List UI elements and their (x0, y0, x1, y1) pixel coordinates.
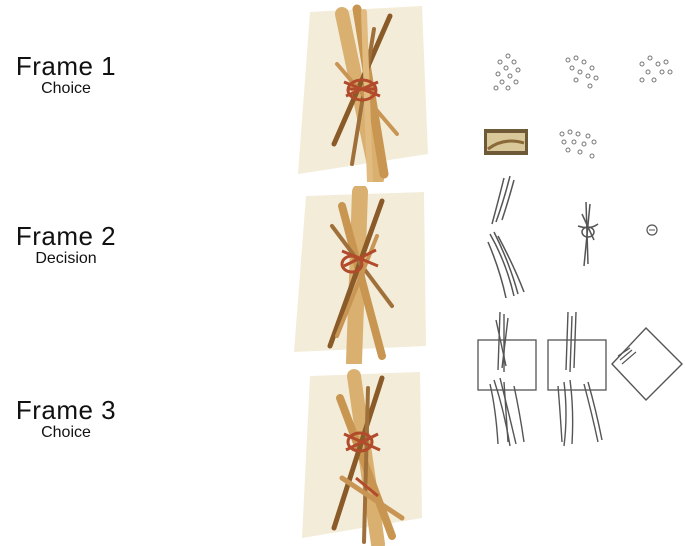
stick-sculpture-thumbnail-icon (484, 129, 528, 155)
dot-cluster-sketch-4 (556, 128, 600, 160)
frame-3-subtitle: Choice (6, 424, 126, 442)
dot-cluster-sketch-1 (490, 50, 526, 94)
frame-1-label: Frame 1 Choice (6, 52, 126, 98)
line-bundle-sketch-icon (572, 200, 606, 270)
frame-1-title: Frame 1 (6, 52, 126, 80)
line-bundle-sketch-1 (484, 172, 530, 302)
boxed-lines-sketch-icon (544, 310, 610, 450)
frame-3-photo (282, 368, 432, 546)
stick-sculpture-photo-icon (282, 4, 432, 182)
sculpture-thumbnail (484, 129, 528, 155)
boxed-lines-sketch-2 (544, 310, 610, 450)
line-bundle-sketch-2 (572, 200, 606, 270)
frame-3-label: Frame 3 Choice (6, 396, 126, 442)
dot-cluster-sketch-icon (556, 128, 600, 160)
stick-sculpture-photo-icon (282, 368, 432, 546)
frame-3-title: Frame 3 (6, 396, 126, 424)
dot-cluster-sketch-2 (562, 54, 602, 94)
stick-sculpture-photo-icon (282, 186, 432, 364)
dot-cluster-sketch-icon (562, 54, 602, 94)
frame-2-photo (282, 186, 432, 364)
dot-cluster-sketch-icon (490, 50, 526, 94)
diamond-sketch-icon (610, 326, 684, 402)
diamond-sketch (610, 326, 684, 402)
dot-cluster-sketch-icon (636, 54, 676, 88)
frame-2-subtitle: Decision (6, 250, 126, 268)
boxed-lines-sketch-1 (474, 310, 540, 450)
frame-1-photo (282, 4, 432, 182)
circle-sketch-icon (644, 222, 660, 238)
frame-2-title: Frame 2 (6, 222, 126, 250)
circle-sketch (644, 222, 660, 238)
boxed-lines-sketch-icon (474, 310, 540, 450)
dot-cluster-sketch-3 (636, 54, 676, 88)
line-bundle-sketch-icon (484, 172, 530, 302)
frame-2-label: Frame 2 Decision (6, 222, 126, 268)
frame-1-subtitle: Choice (6, 80, 126, 98)
